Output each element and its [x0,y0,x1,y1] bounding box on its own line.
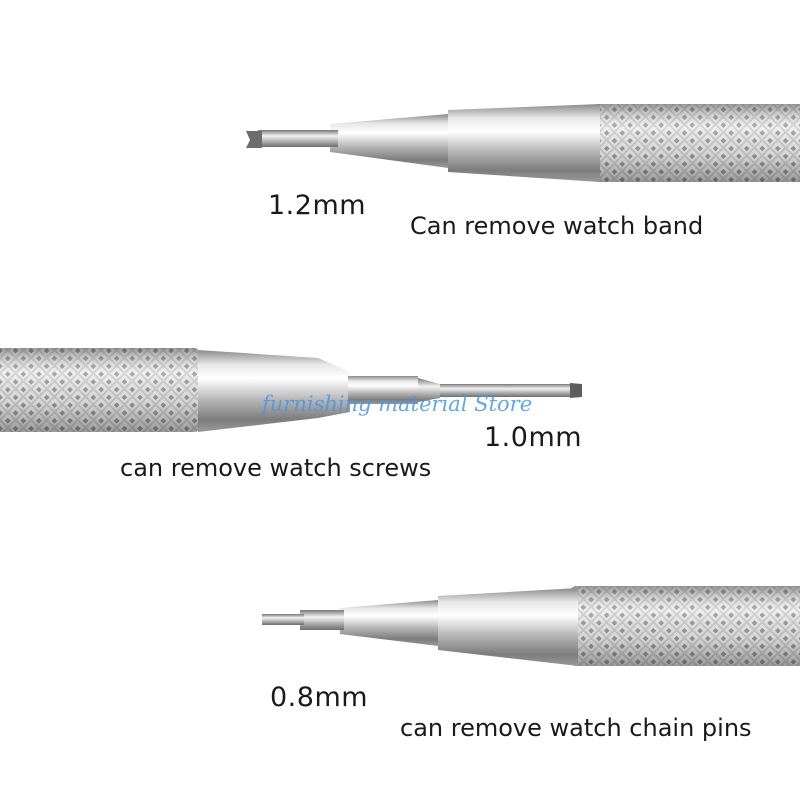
tool-1-screwdriver [246,104,800,182]
tool-2-shaft [348,376,418,404]
store-watermark: furnishing material Store [262,392,533,416]
flat-blade-icon [570,383,582,398]
tool-2-description: can remove watch screws [120,454,432,482]
tool-3-collar [438,588,578,666]
pin-punch-icon [262,614,304,625]
tool-3-shaft [300,610,344,630]
tool-2-screwdriver [0,348,582,432]
fork-blade-icon [246,131,262,148]
tool-1-collar [448,104,600,182]
tool-3-description: can remove watch chain pins [400,714,752,742]
tool-2-collar [198,350,350,432]
tool-3-screwdriver [262,586,800,666]
tool-1-description: Can remove watch band [410,212,704,240]
tool-2-size-label: 1.0mm [484,422,583,453]
tool-1-shaft [258,130,338,147]
tool-1-size-label: 1.2mm [268,190,367,221]
tool-3-size-label: 0.8mm [270,682,369,713]
